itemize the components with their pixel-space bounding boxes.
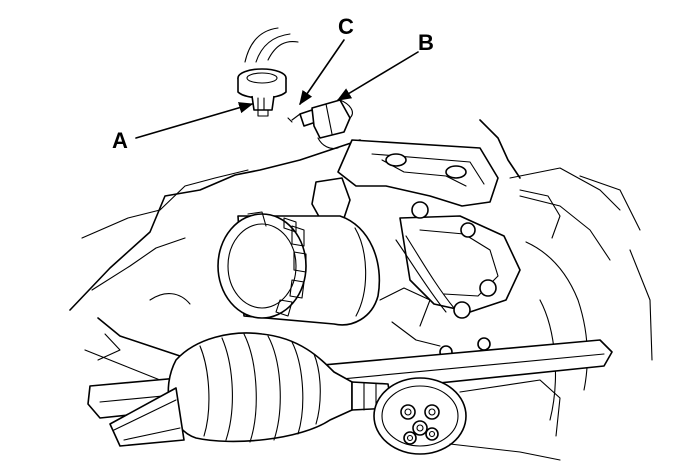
- callout-arrow-b: [336, 51, 419, 101]
- wheel-hub: [373, 377, 561, 461]
- callout-arrow-a: [135, 102, 254, 139]
- engine-components-right: [379, 175, 653, 421]
- mounting-bracket: [311, 119, 621, 261]
- callout-label-b: B: [418, 30, 434, 55]
- callout-arrow-c: [299, 39, 345, 106]
- callout-label-a: A: [112, 128, 128, 153]
- callout-arrows: [135, 39, 419, 139]
- callout-label-c: C: [338, 14, 354, 39]
- engine-block-outline: [69, 139, 361, 389]
- oil-filter: [217, 211, 381, 326]
- sensor-a: [237, 27, 299, 117]
- sensor-b-body: [287, 99, 353, 150]
